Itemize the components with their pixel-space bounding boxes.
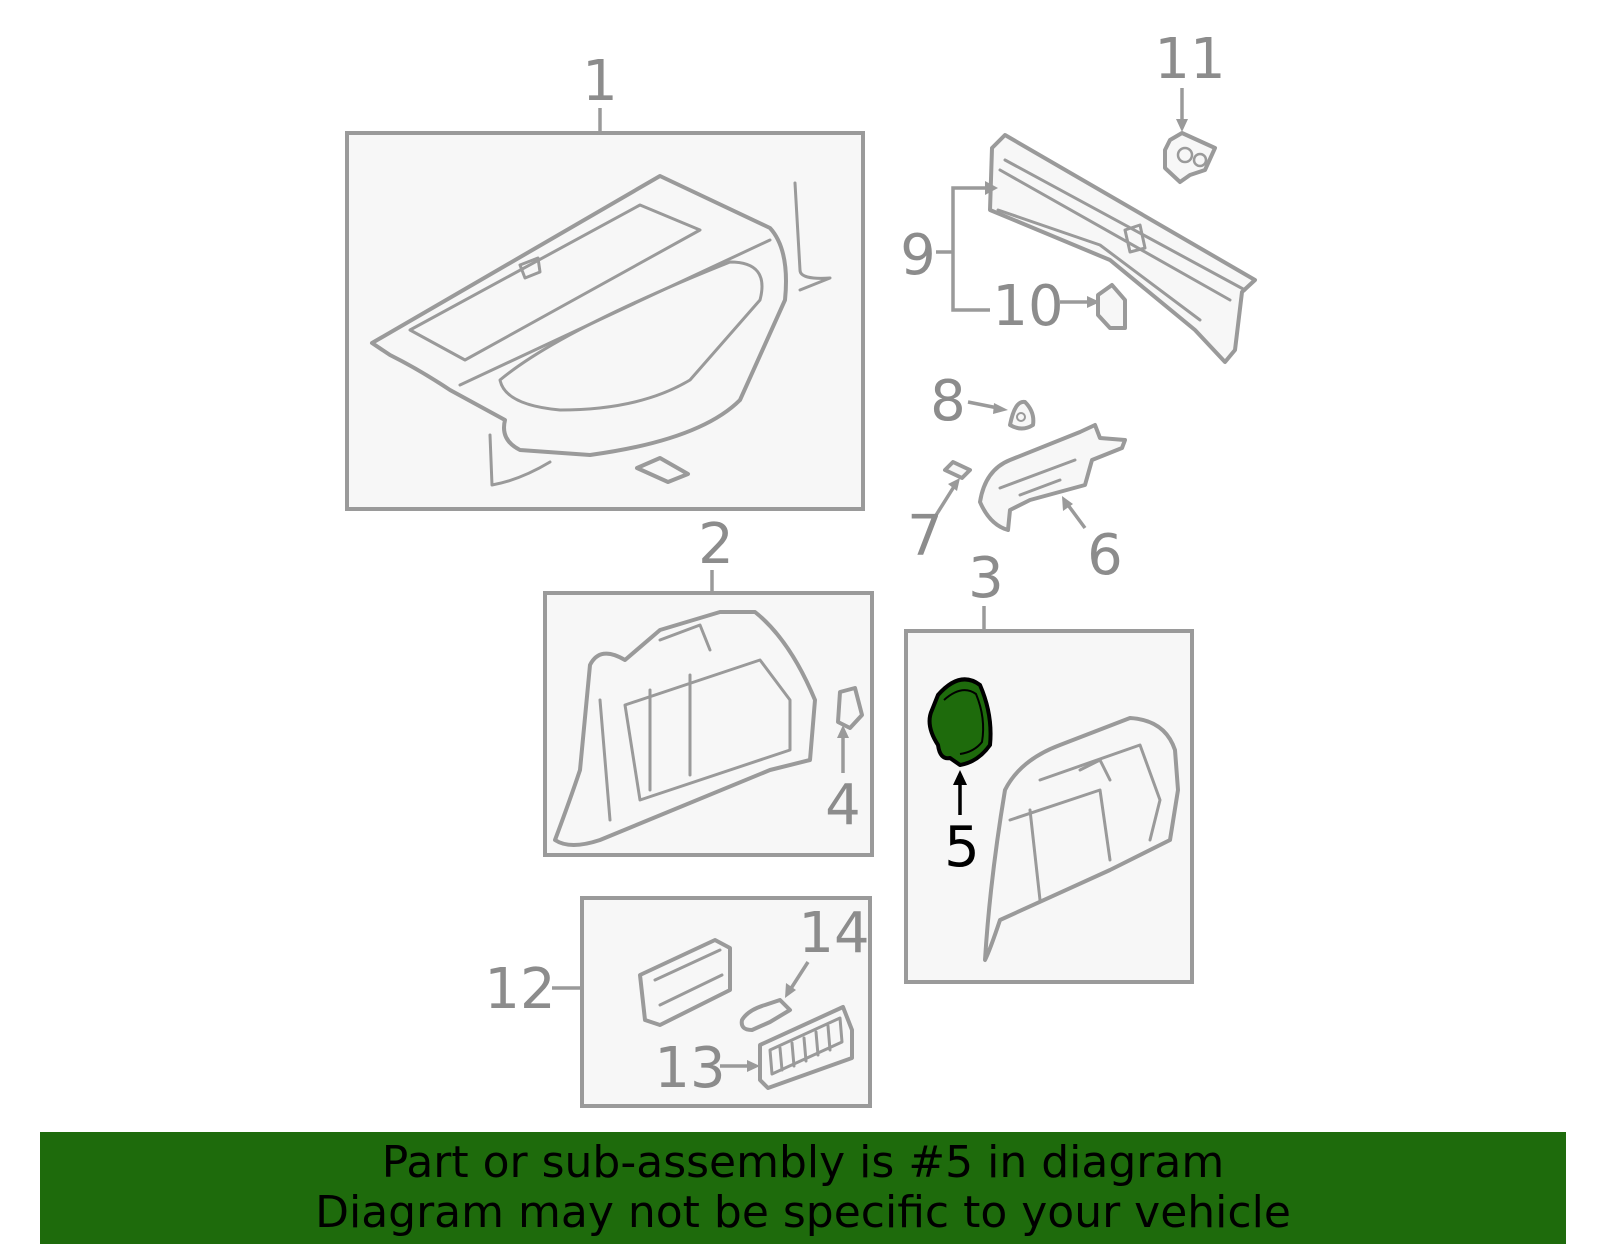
banner-line-2: Diagram may not be specific to your vehi… <box>315 1187 1291 1238</box>
callout-7: 7 <box>907 504 943 569</box>
bulb-14-drawing <box>739 998 792 1032</box>
clip-10-drawing <box>1096 283 1127 330</box>
leader-line-9-bracket <box>951 186 990 312</box>
callout-14: 14 <box>798 901 869 966</box>
lens-13-drawing <box>758 1005 854 1090</box>
lamp-housing-12-drawing <box>638 938 732 1027</box>
callout-1: 1 <box>582 49 618 114</box>
callout-8: 8 <box>930 369 966 434</box>
left-trunk-trim-drawing <box>553 610 817 847</box>
info-banner: Part or sub-assembly is #5 in diagram Di… <box>40 1132 1566 1244</box>
part-group-1[interactable]: 1 <box>345 49 865 511</box>
callout-5: 5 <box>944 815 980 880</box>
callout-12: 12 <box>484 957 555 1022</box>
right-trunk-trim-drawing <box>983 716 1180 962</box>
part-5-highlighted[interactable] <box>927 677 993 767</box>
box-12 <box>580 896 872 1108</box>
sill-plate-9-drawing <box>988 133 1257 364</box>
callout-6: 6 <box>1087 523 1123 588</box>
callout-3: 3 <box>968 546 1004 611</box>
part-group-9-10-11[interactable]: 9 10 11 <box>900 27 1257 364</box>
package-tray-drawing <box>370 174 832 487</box>
clip-4-drawing <box>836 686 864 730</box>
plug-8-drawing <box>1008 399 1036 431</box>
callout-4: 4 <box>825 773 861 838</box>
callout-10: 10 <box>992 274 1063 339</box>
bracket-11-drawing <box>1163 131 1217 184</box>
leader-line-8 <box>967 400 999 410</box>
part-5-shape[interactable] <box>927 677 993 767</box>
callout-2: 2 <box>698 512 734 577</box>
clip-7-drawing <box>943 460 972 480</box>
part-group-2[interactable]: 2 4 <box>543 512 874 857</box>
part-group-12[interactable]: 12 14 13 <box>484 896 872 1108</box>
callout-9: 9 <box>900 223 936 288</box>
part-group-6-7-8[interactable]: 6 7 8 <box>907 369 1127 588</box>
part-group-3[interactable]: 3 5 <box>904 546 1194 984</box>
leader-line-7 <box>931 484 957 521</box>
leader-line-6 <box>1066 503 1087 530</box>
banner-line-1: Part or sub-assembly is #5 in diagram <box>381 1137 1225 1188</box>
callout-13: 13 <box>654 1036 725 1101</box>
callout-11: 11 <box>1154 27 1225 92</box>
trim-6-drawing <box>978 423 1127 532</box>
leader-line-14 <box>788 961 810 991</box>
